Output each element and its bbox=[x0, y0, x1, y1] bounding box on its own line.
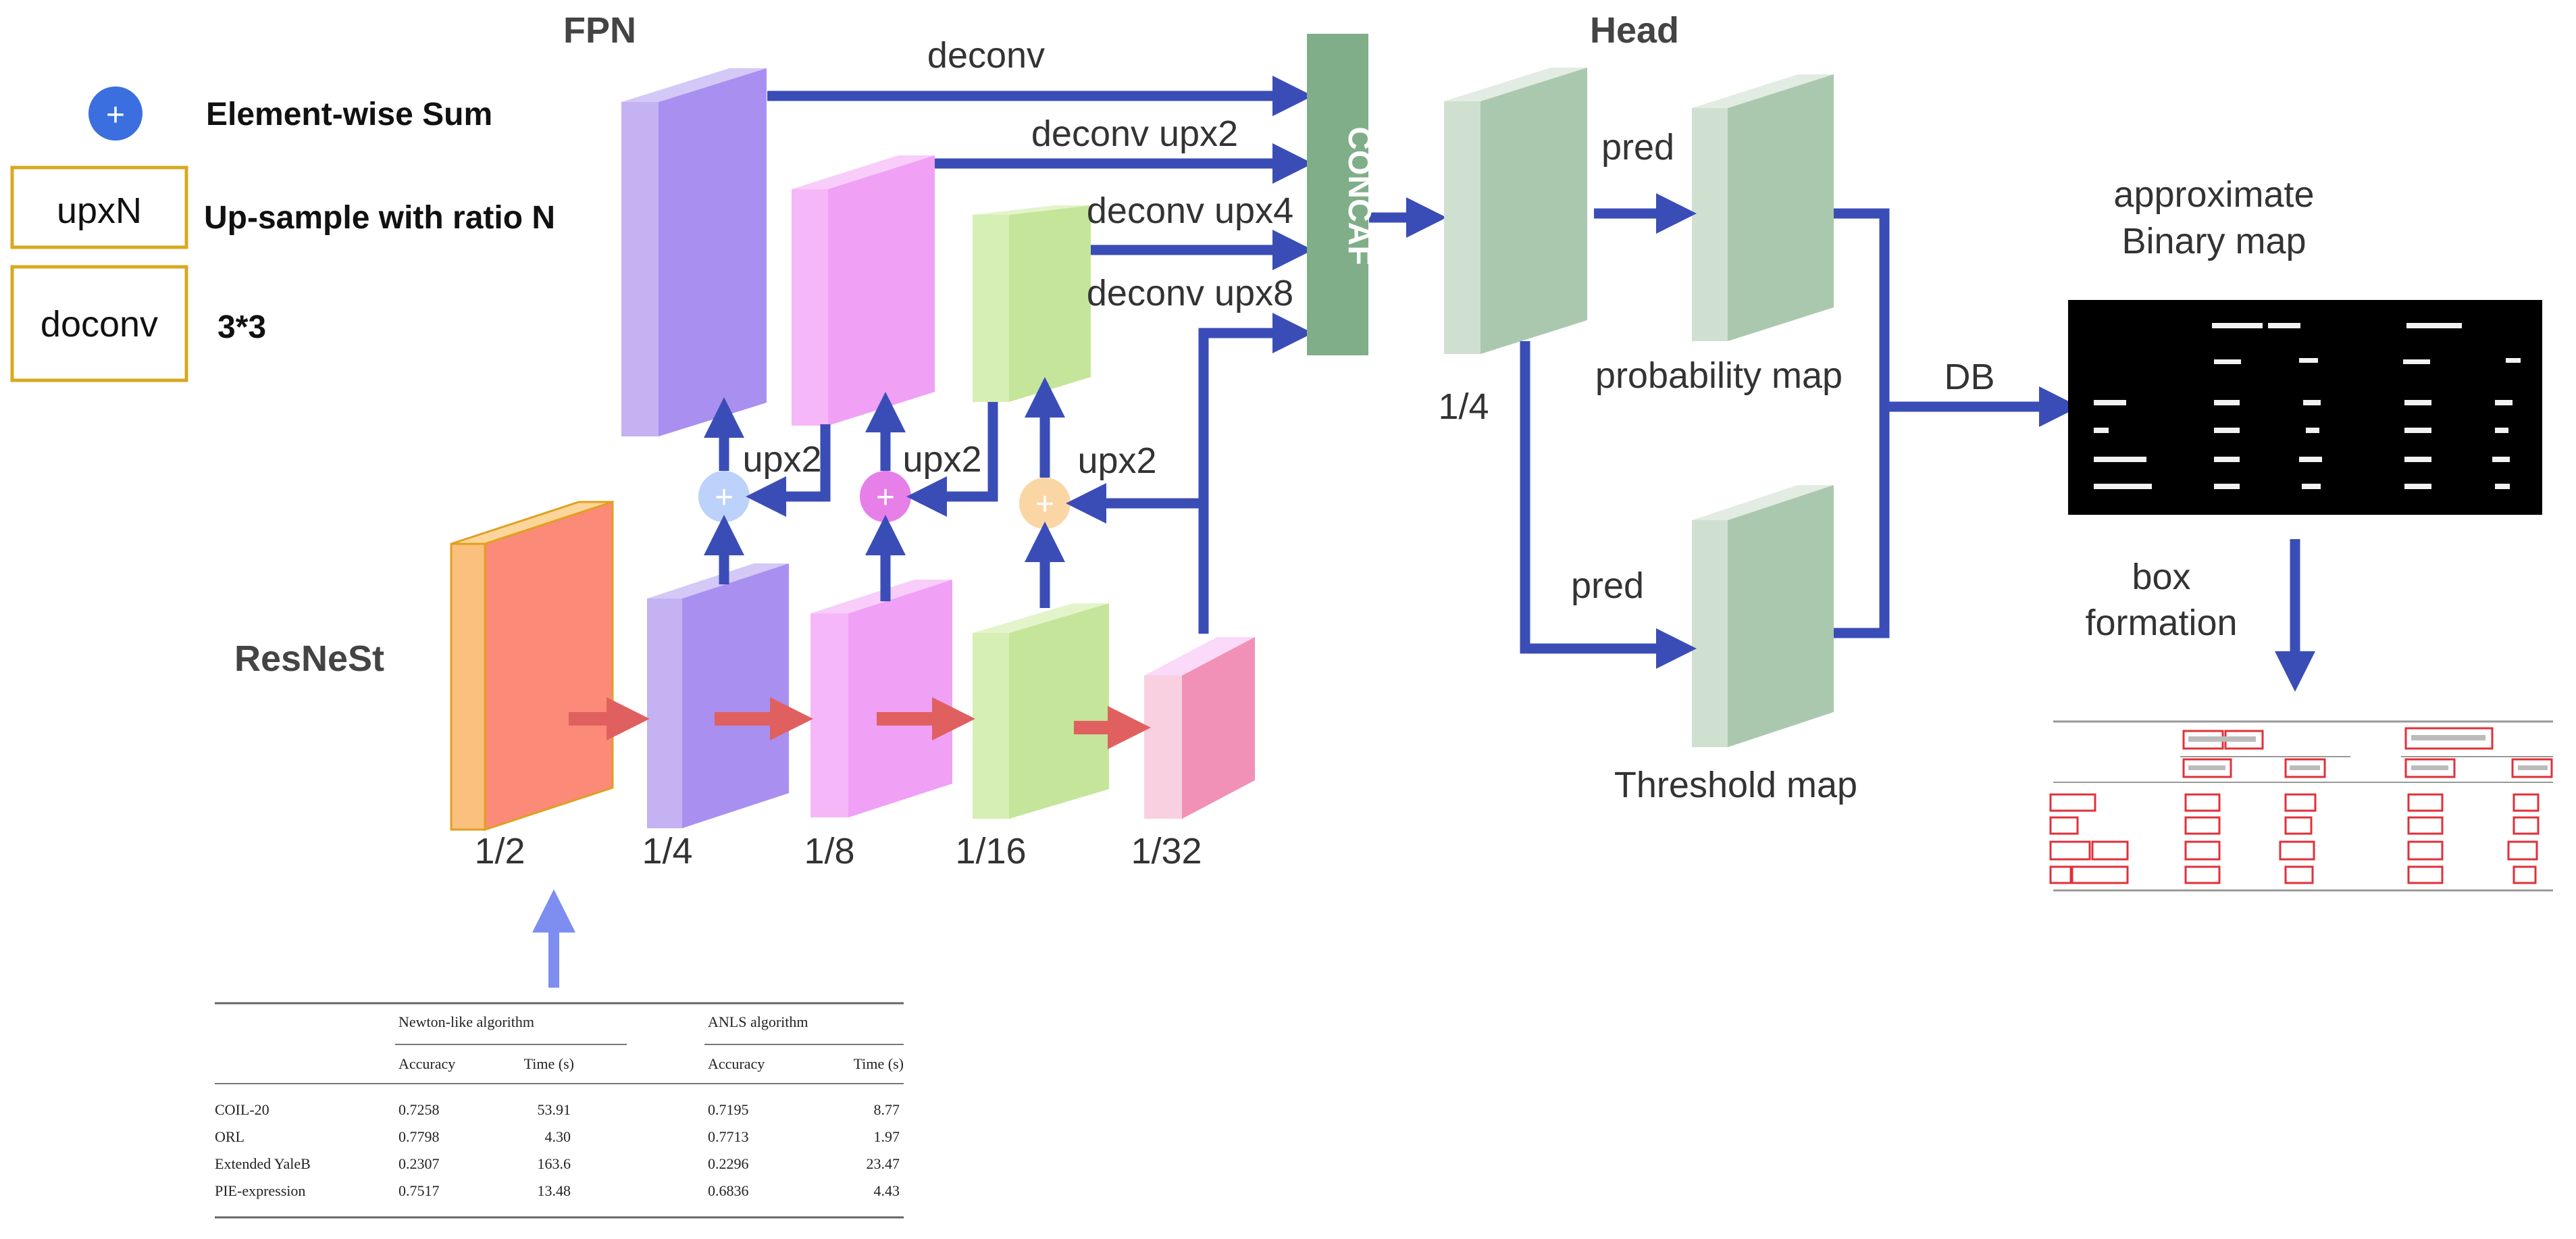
backbone-block-1-4 bbox=[647, 563, 789, 828]
concat-bar bbox=[1307, 34, 1368, 355]
upxn-legend-label: Up-sample with ratio N bbox=[204, 200, 555, 236]
row-name: Extended YaleB bbox=[215, 1155, 311, 1172]
concat-label: CONCAF bbox=[1341, 126, 1377, 265]
backbone-block-1-8 bbox=[810, 580, 952, 817]
head-block bbox=[1444, 68, 1587, 354]
scale-1-8: 1/8 bbox=[804, 831, 854, 871]
sum-node-blue-icon bbox=[698, 471, 750, 522]
upx2-label-b: upx2 bbox=[902, 439, 981, 480]
deconv-upx2-label: deconv upx2 bbox=[1031, 113, 1238, 154]
threshold-map-label: Threshold map bbox=[1614, 765, 1857, 805]
row-time-1: 53.91 bbox=[538, 1101, 571, 1118]
pred-top-label: pred bbox=[1601, 127, 1674, 168]
backbone-block-1-32 bbox=[1144, 637, 1255, 819]
head-title: Head bbox=[1590, 10, 1679, 51]
table-row: ORL 0.7798 4.30 0.7713 1.97 bbox=[215, 1128, 900, 1145]
row-time-1: 4.30 bbox=[545, 1128, 571, 1145]
table-sub-header-4: Time (s) bbox=[854, 1055, 904, 1072]
deconv-label: deconv bbox=[927, 35, 1045, 76]
backbone-block-1-2 bbox=[450, 500, 614, 832]
row-time-2: 23.47 bbox=[867, 1155, 900, 1172]
sum-node-orange-icon bbox=[1019, 478, 1071, 529]
row-acc-1: 0.7517 bbox=[398, 1182, 440, 1199]
table-sub-header-2: Time (s) bbox=[524, 1055, 574, 1072]
upx2-label-c: upx2 bbox=[1077, 440, 1156, 481]
binary-map-image bbox=[2068, 300, 2542, 515]
backbone-title: ResNeSt bbox=[234, 638, 384, 679]
fpn-blocks bbox=[621, 68, 1091, 436]
fpn-arrows bbox=[704, 76, 1447, 634]
sum-node-orange-plus: + bbox=[1035, 486, 1054, 522]
fpn-block-pink bbox=[792, 155, 935, 426]
row-time-2: 4.43 bbox=[874, 1182, 900, 1199]
upxn-legend-box bbox=[10, 166, 188, 249]
head-scale: 1/4 bbox=[1438, 386, 1489, 427]
fpn-block-purple bbox=[621, 68, 767, 436]
head bbox=[1444, 68, 1834, 747]
scale-1-4: 1/4 bbox=[642, 831, 692, 871]
upx2-label-a: upx2 bbox=[742, 439, 821, 480]
doconv-box-text: doconv bbox=[41, 304, 158, 345]
input-table: Newton-like algorithm ANLS algorithm Acc… bbox=[215, 1002, 904, 1219]
table-sub-header-1: Accuracy bbox=[398, 1055, 455, 1072]
element-wise-sum-icon bbox=[88, 86, 143, 141]
deconv-upx4-label: deconv upx4 bbox=[1087, 191, 1293, 231]
table-row: PIE-expression 0.7517 13.48 0.6836 4.43 bbox=[215, 1182, 900, 1199]
row-acc-2: 0.2296 bbox=[708, 1155, 749, 1172]
deconv-upx8-label: deconv upx8 bbox=[1087, 273, 1293, 313]
upxn-box-text: upxN bbox=[57, 191, 142, 231]
doconv-legend-box bbox=[10, 265, 188, 382]
table-sub-header-3: Accuracy bbox=[708, 1055, 765, 1072]
row-time-1: 163.6 bbox=[538, 1155, 571, 1172]
db-label: DB bbox=[1944, 357, 1994, 397]
box-formation-image bbox=[2049, 720, 2553, 892]
doconv-legend-label: 3*3 bbox=[217, 309, 266, 345]
approximate-label: approximate bbox=[2113, 174, 2314, 215]
row-acc-2: 0.7195 bbox=[708, 1101, 749, 1118]
legend: + Element-wise Sum upxN Up-sample with r… bbox=[10, 86, 555, 382]
row-name: ORL bbox=[215, 1128, 244, 1145]
table-row: Extended YaleB 0.2307 163.6 0.2296 23.47 bbox=[215, 1155, 900, 1172]
row-acc-1: 0.7258 bbox=[398, 1101, 440, 1118]
row-acc-1: 0.2307 bbox=[398, 1155, 440, 1172]
row-name: PIE-expression bbox=[215, 1182, 305, 1199]
binary-map-label: Binary map bbox=[2121, 221, 2306, 261]
threshold-map-block bbox=[1692, 485, 1834, 747]
head-arrows bbox=[1520, 193, 2315, 692]
scale-1-32: 1/32 bbox=[1131, 831, 1202, 871]
fpn-title: FPN bbox=[563, 10, 636, 51]
scale-1-2: 1/2 bbox=[474, 831, 525, 871]
table-group-2: ANLS algorithm bbox=[708, 1013, 808, 1030]
box-label: box bbox=[2132, 557, 2190, 597]
sum-node-pink-plus: + bbox=[876, 480, 895, 515]
sum-node-blue-plus: + bbox=[715, 480, 733, 515]
row-name: COIL-20 bbox=[215, 1101, 269, 1118]
backbone bbox=[450, 500, 1255, 832]
row-time-2: 8.77 bbox=[874, 1101, 900, 1118]
probability-map-label: probability map bbox=[1595, 355, 1843, 396]
row-time-2: 1.97 bbox=[874, 1128, 900, 1145]
row-acc-2: 0.6836 bbox=[708, 1182, 749, 1199]
sum-nodes: + + + bbox=[698, 471, 1071, 529]
probability-map-block bbox=[1692, 74, 1834, 341]
row-acc-2: 0.7713 bbox=[708, 1128, 749, 1145]
row-acc-1: 0.7798 bbox=[398, 1128, 440, 1145]
sum-symbol: + bbox=[106, 97, 125, 133]
backbone-arrows bbox=[569, 697, 1151, 749]
pred-bottom-label: pred bbox=[1571, 565, 1644, 606]
row-time-1: 13.48 bbox=[538, 1182, 571, 1199]
sum-legend-label: Element-wise Sum bbox=[206, 97, 492, 132]
table-group-1: Newton-like algorithm bbox=[398, 1013, 534, 1030]
scale-1-16: 1/16 bbox=[955, 831, 1026, 871]
table-row: COIL-20 0.7258 53.91 0.7195 8.77 bbox=[215, 1101, 900, 1118]
sum-node-pink-icon bbox=[860, 471, 911, 522]
backbone-block-1-16 bbox=[973, 603, 1109, 819]
fpn-block-green bbox=[973, 205, 1091, 402]
formation-label: formation bbox=[2085, 603, 2237, 643]
